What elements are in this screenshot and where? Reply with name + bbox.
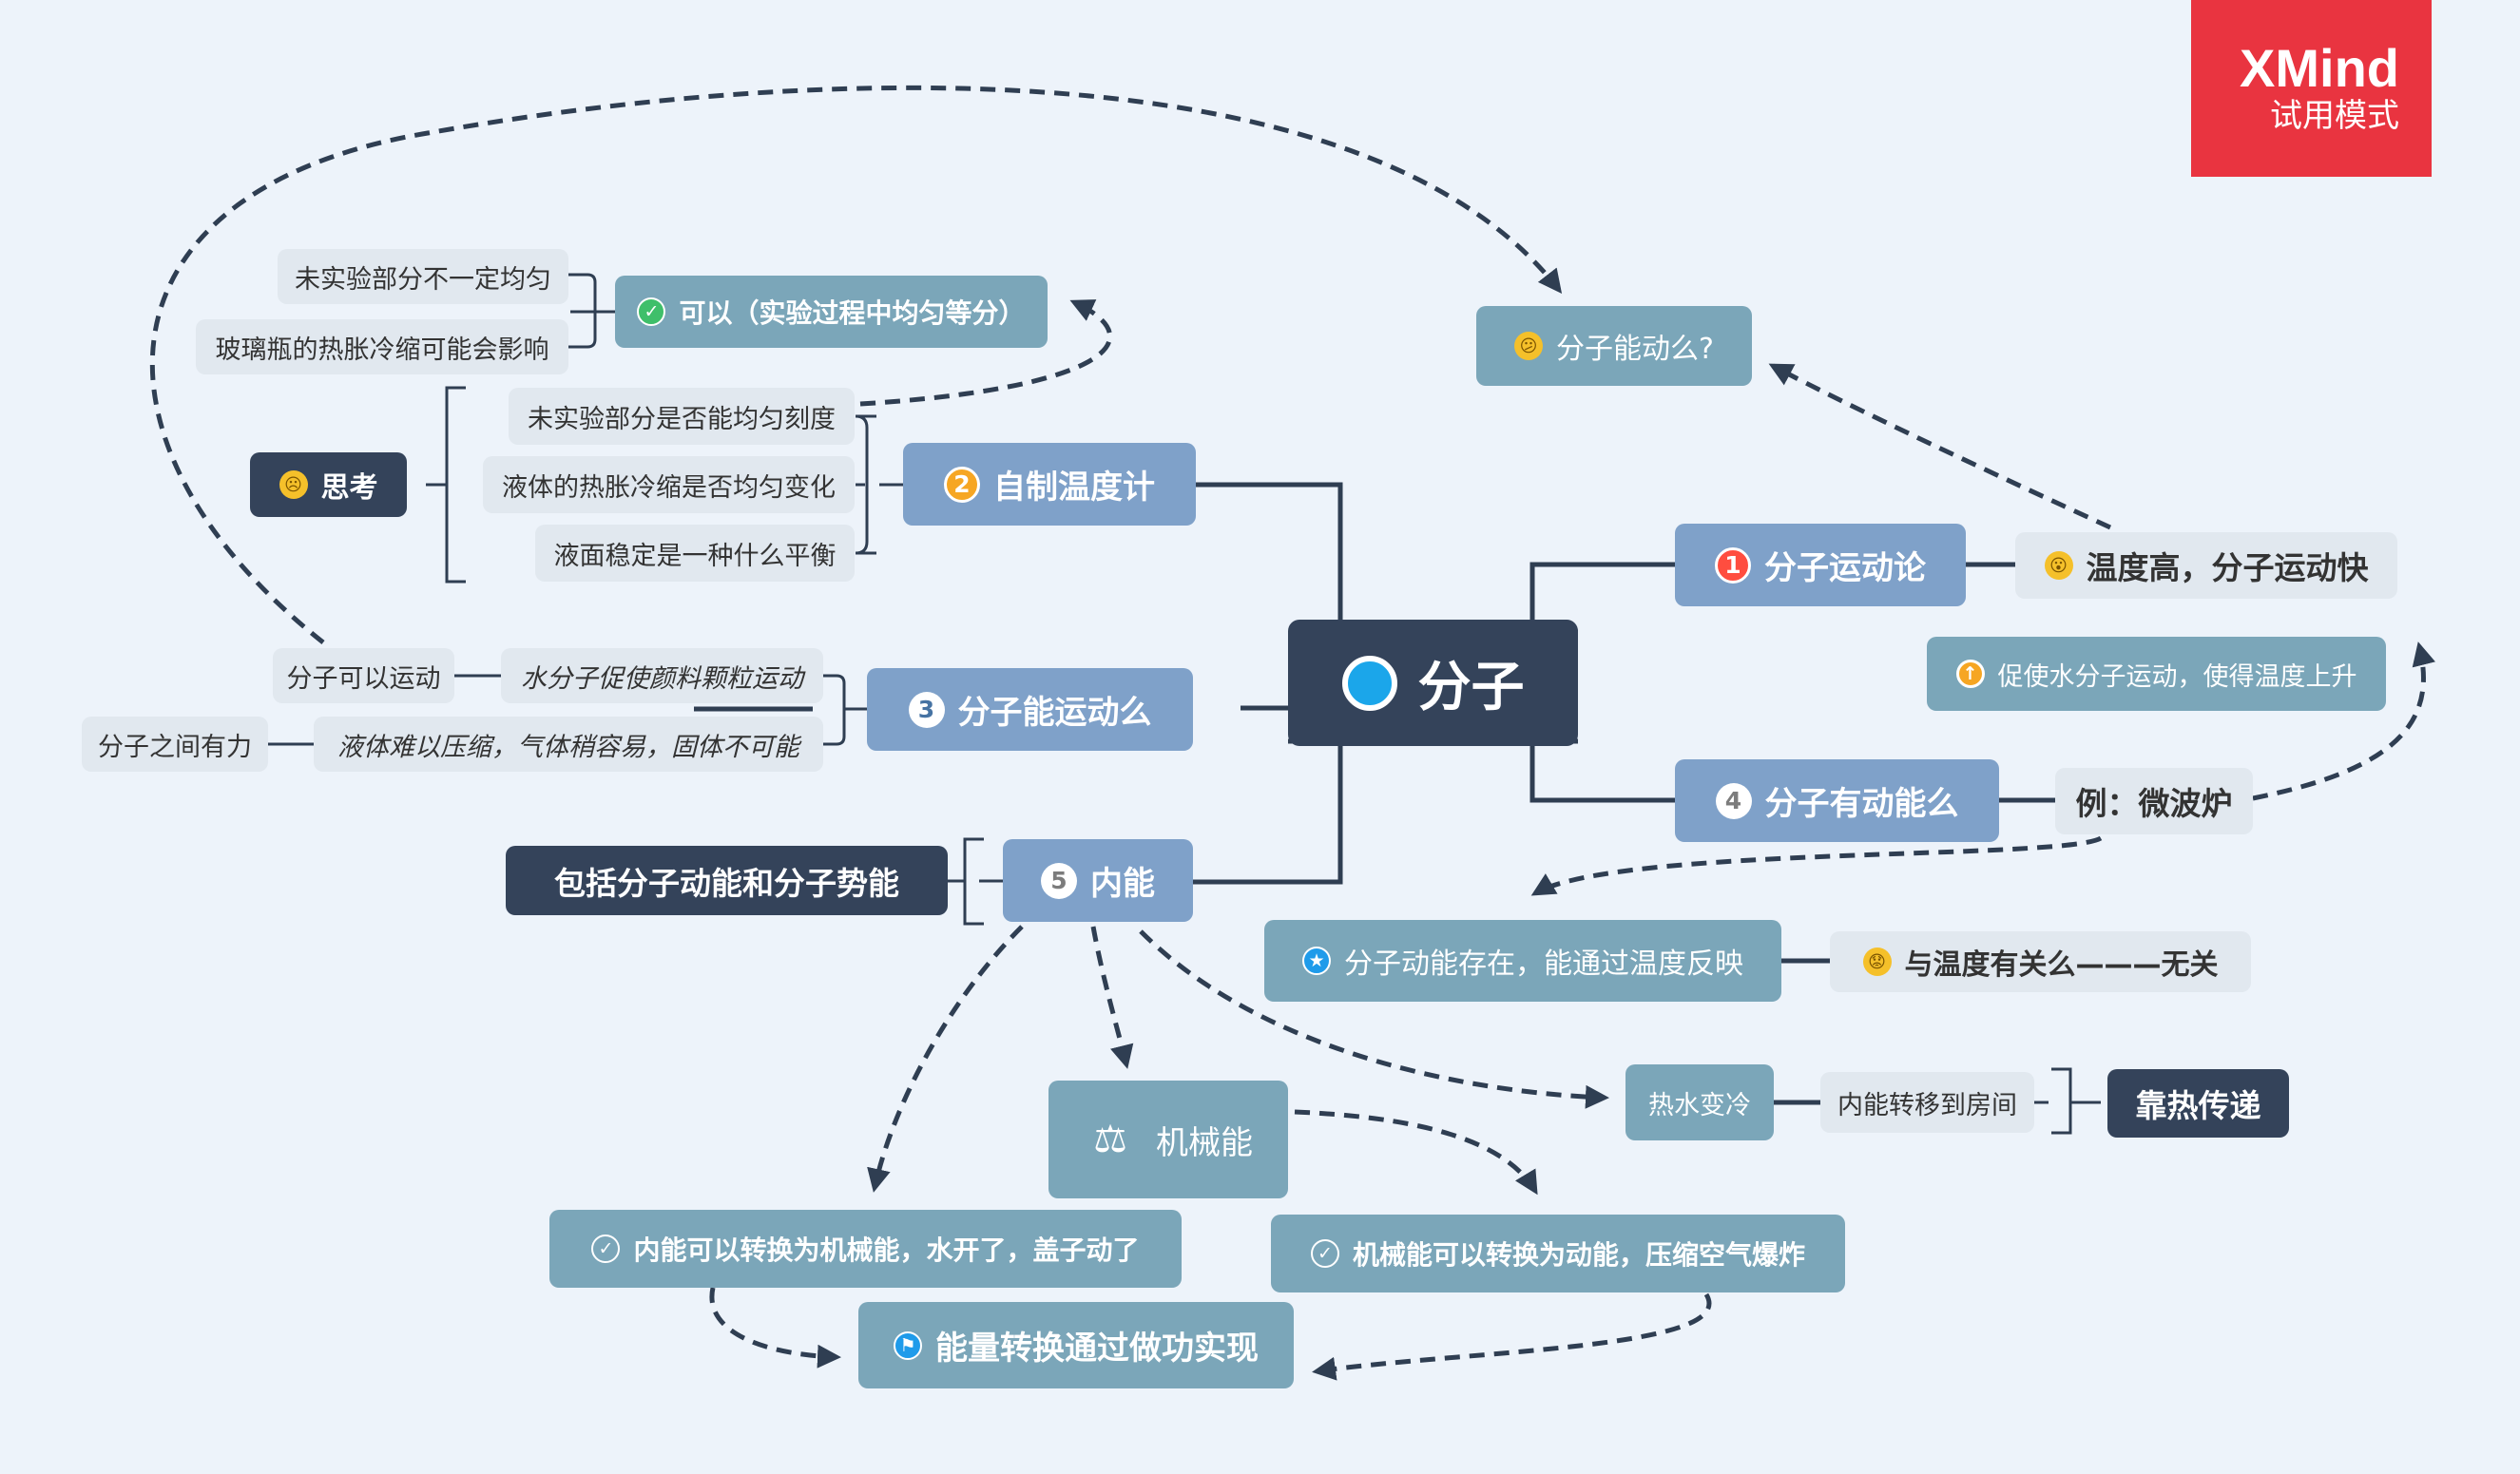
topic-3-label: 分子能运动么 bbox=[957, 694, 1152, 732]
number-5-icon: 5 bbox=[1041, 862, 1077, 899]
check-icon: ✓ bbox=[637, 297, 666, 326]
check-circle-icon: ✓ bbox=[591, 1235, 621, 1263]
mechanical-energy-node[interactable]: ⚖ 机械能 bbox=[1048, 1081, 1288, 1198]
temperature-relation-label: 与温度有关么———无关 bbox=[1904, 948, 2219, 982]
conversion-node[interactable]: ✓ 机械能可以转换为动能，压缩空气爆炸 bbox=[1271, 1215, 1845, 1292]
topic-1-detail-label: 温度高，分子运动快 bbox=[2086, 549, 2369, 586]
hot-water-node[interactable]: 热水变冷 bbox=[1625, 1064, 1774, 1140]
star-icon: ★ bbox=[1302, 947, 1331, 975]
topic-3-child-note[interactable]: 分子之间有力 bbox=[82, 717, 268, 772]
topic-4[interactable]: 4 分子有动能么 bbox=[1675, 759, 1999, 842]
root-topic[interactable]: 分子 bbox=[1288, 620, 1578, 746]
topic-3-child-note-label: 分子之间有力 bbox=[98, 732, 252, 762]
trial-mode-label: 试用模式 bbox=[2270, 97, 2399, 135]
xmind-trial-badge: XMind 试用模式 bbox=[2191, 0, 2432, 177]
flag-icon: ⚑ bbox=[894, 1330, 922, 1360]
topic-3[interactable]: 3 分子能运动么 bbox=[867, 668, 1193, 751]
transfer-label: 内能转移到房间 bbox=[1837, 1090, 2017, 1120]
topic-4-label: 分子有动能么 bbox=[1764, 785, 1959, 823]
answer-note-label: 玻璃瓶的热胀冷缩可能会影响 bbox=[215, 335, 549, 365]
number-1-icon: 1 bbox=[1715, 546, 1751, 584]
think-item[interactable]: 液面稳定是一种什么平衡 bbox=[535, 525, 855, 582]
answer-note[interactable]: 未实验部分不一定均匀 bbox=[278, 249, 568, 304]
topic-1-detail[interactable]: 😮 温度高，分子运动快 bbox=[2015, 532, 2397, 599]
question-node[interactable]: 😕 分子能动么? bbox=[1476, 306, 1752, 386]
topic-3-child-note-label: 分子可以运动 bbox=[286, 663, 441, 694]
number-2-icon: 2 bbox=[944, 466, 980, 503]
work-node[interactable]: ⚑ 能量转换通过做功实现 bbox=[858, 1302, 1294, 1388]
think-item[interactable]: 液体的热胀冷缩是否均匀变化 bbox=[483, 456, 855, 513]
topic-3-child[interactable]: 水分子促使颜料颗粒运动 bbox=[501, 648, 823, 703]
answer-label: 可以（实验过程中均匀等分） bbox=[679, 297, 1026, 329]
circle-icon bbox=[1341, 655, 1397, 711]
check-circle-icon: ✓ bbox=[1310, 1239, 1339, 1268]
answer-node[interactable]: ✓ 可以（实验过程中均匀等分） bbox=[615, 276, 1048, 348]
topic-2-label: 自制温度计 bbox=[993, 469, 1155, 507]
number-3-icon: 3 bbox=[908, 691, 945, 728]
confused-face-icon: 😕 bbox=[1514, 332, 1544, 360]
number-4-icon: 4 bbox=[1715, 782, 1752, 819]
mechanical-energy-label: 机械能 bbox=[1156, 1123, 1253, 1162]
arrow-up-icon: ↑ bbox=[1955, 660, 1985, 688]
topic-3-child-note[interactable]: 分子可以运动 bbox=[273, 648, 454, 703]
think-item-label: 液体的热胀冷缩是否均匀变化 bbox=[502, 472, 836, 503]
topic-1-label: 分子运动论 bbox=[1764, 549, 1926, 587]
topic-4-detail-label: 例：微波炉 bbox=[2075, 785, 2233, 822]
topic-3-child[interactable]: 液体难以压缩，气体稍容易，固体不可能 bbox=[314, 717, 823, 772]
kinetic-node[interactable]: ★ 分子动能存在，能通过温度反映 bbox=[1264, 920, 1781, 1002]
think-item[interactable]: 未实验部分是否能均匀刻度 bbox=[509, 388, 855, 445]
heat-transfer-node[interactable]: 靠热传递 bbox=[2107, 1069, 2289, 1138]
hot-water-label: 热水变冷 bbox=[1648, 1090, 1751, 1120]
temperature-relation-node[interactable]: 😟 与温度有关么———无关 bbox=[1830, 931, 2251, 992]
think-label: 思考 bbox=[320, 471, 378, 505]
topic-5[interactable]: 5 内能 bbox=[1003, 839, 1193, 922]
root-label: 分子 bbox=[1417, 657, 1525, 718]
topic-3-child-label: 液体难以压缩，气体稍容易，固体不可能 bbox=[337, 732, 799, 762]
frowning-face-icon: ☹ bbox=[279, 470, 308, 499]
worried-face-icon: 😟 bbox=[1862, 948, 1892, 976]
topic-1[interactable]: 1 分子运动论 bbox=[1675, 524, 1966, 606]
water-node[interactable]: ↑ 促使水分子运动，使得温度上升 bbox=[1927, 637, 2386, 711]
water-label: 促使水分子运动，使得温度上升 bbox=[1997, 661, 2357, 692]
conversion-label: 机械能可以转换为动能，压缩空气爆炸 bbox=[1352, 1239, 1805, 1271]
topic-4-detail[interactable]: 例：微波炉 bbox=[2055, 768, 2253, 834]
internal-energy-definition[interactable]: 包括分子动能和分子势能 bbox=[506, 846, 948, 915]
kinetic-label: 分子动能存在，能通过温度反映 bbox=[1344, 948, 1743, 981]
answer-note-label: 未实验部分不一定均匀 bbox=[295, 264, 551, 295]
think-node[interactable]: ☹ 思考 bbox=[250, 452, 407, 517]
topic-5-label: 内能 bbox=[1090, 865, 1155, 903]
conversion-label: 内能可以转换为机械能，水开了，盖子动了 bbox=[633, 1235, 1140, 1266]
question-label: 分子能动么? bbox=[1556, 333, 1714, 366]
transfer-node[interactable]: 内能转移到房间 bbox=[1820, 1072, 2034, 1133]
think-item-label: 液面稳定是一种什么平衡 bbox=[553, 541, 837, 571]
balance-scale-icon: ⚖ bbox=[1093, 1118, 1127, 1161]
topic-2[interactable]: 2 自制温度计 bbox=[903, 443, 1196, 526]
think-item-label: 未实验部分是否能均匀刻度 bbox=[528, 404, 836, 434]
work-label: 能量转换通过做功实现 bbox=[935, 1330, 1259, 1368]
surprised-face-icon: 😮 bbox=[2044, 551, 2073, 580]
answer-note[interactable]: 玻璃瓶的热胀冷缩可能会影响 bbox=[196, 319, 568, 374]
topic-3-child-label: 水分子促使颜料颗粒运动 bbox=[521, 663, 803, 694]
conversion-node[interactable]: ✓ 内能可以转换为机械能，水开了，盖子动了 bbox=[549, 1210, 1182, 1288]
heat-transfer-label: 靠热传递 bbox=[2135, 1087, 2261, 1124]
brand-label: XMind bbox=[2240, 38, 2399, 99]
internal-energy-definition-label: 包括分子动能和分子势能 bbox=[554, 864, 899, 902]
